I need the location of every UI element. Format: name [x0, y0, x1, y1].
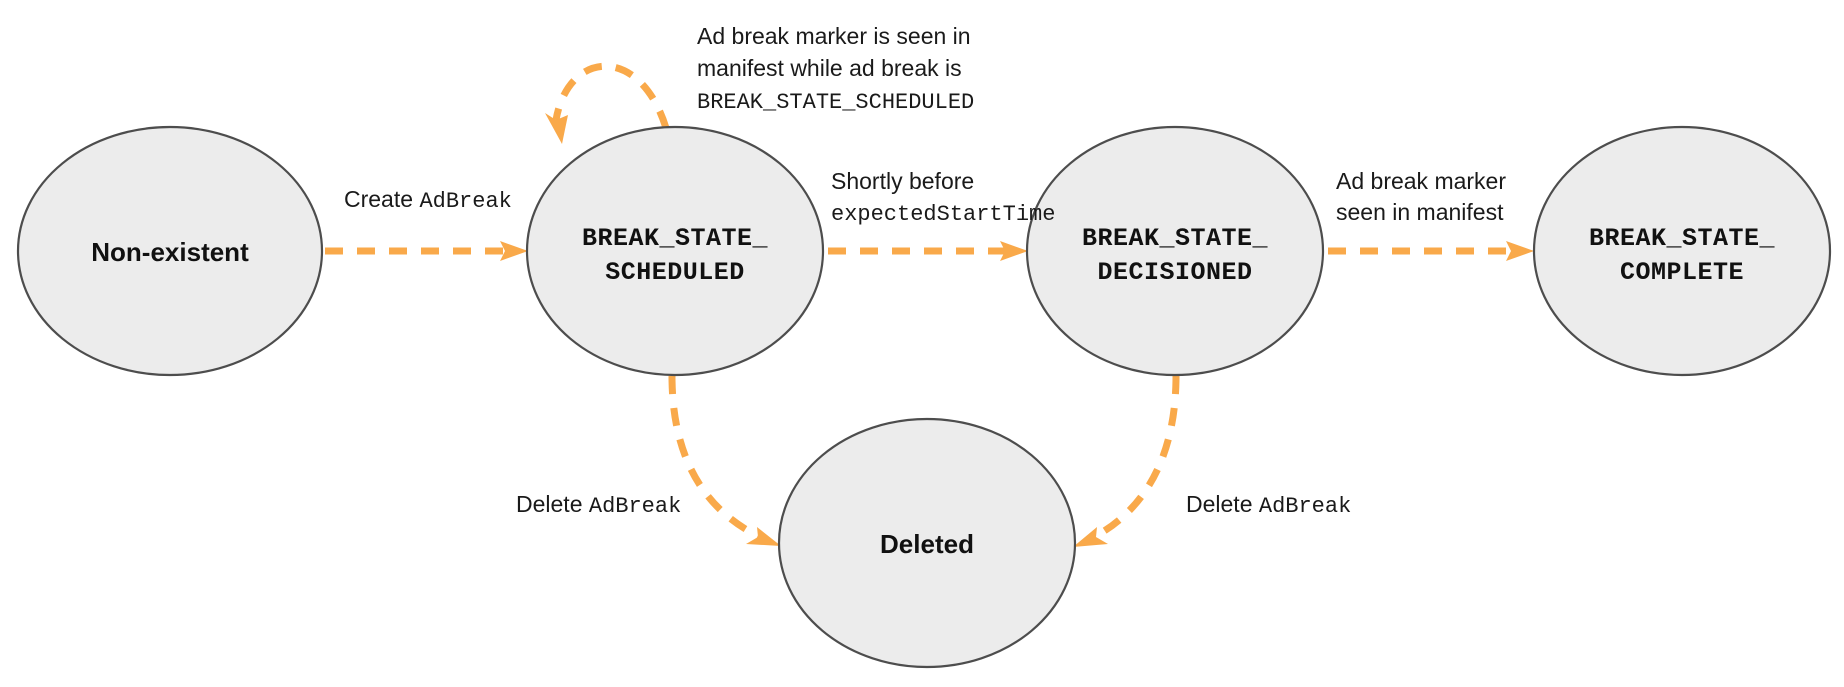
edge-scheduled-selfloop-line	[552, 62, 670, 130]
node-deleted-shape[interactable]	[777, 417, 1077, 669]
edge-label-scheduled-selfloop-line1: Ad break marker is seen in	[697, 23, 971, 49]
edge-label-delete-from-decisioned: Delete AdBreak	[1186, 491, 1351, 519]
edge-delete-from-decisioned	[1073, 375, 1180, 547]
edge-label-create-adbreak-plain: Create	[344, 186, 419, 212]
edge-create-adbreak-arrowhead	[500, 241, 528, 261]
node-non-existent-shape[interactable]	[16, 125, 324, 377]
edge-label-marker-seen-manifest-line2: seen in manifest	[1336, 199, 1504, 225]
edge-label-scheduled-selfloop: Ad break marker is seen in manifest whil…	[697, 23, 974, 115]
node-break-state-scheduled-shape[interactable]	[525, 125, 825, 377]
edge-label-delete-from-decisioned-plain: Delete	[1186, 491, 1259, 517]
node-non-existent[interactable]: Non-existent	[16, 125, 324, 377]
node-break-state-decisioned-label-line2: DECISIONED	[1097, 258, 1252, 287]
node-break-state-complete-label-line2: COMPLETE	[1620, 258, 1744, 287]
node-break-state-decisioned-label-line1: BREAK_STATE_	[1082, 224, 1269, 253]
edge-label-shortly-before-line2: expectedStartTime	[831, 202, 1055, 227]
edge-delete-from-decisioned-arrowhead	[1073, 527, 1108, 547]
edge-delete-from-scheduled	[668, 375, 781, 546]
edge-marker-seen-manifest	[1328, 241, 1534, 261]
edge-label-create-adbreak-text: Create AdBreak	[344, 186, 512, 214]
edge-label-delete-from-scheduled-code: AdBreak	[589, 494, 681, 519]
edge-scheduled-selfloop	[545, 62, 670, 144]
edge-delete-from-decisioned-line	[1092, 375, 1180, 541]
node-break-state-scheduled[interactable]: BREAK_STATE_ SCHEDULED	[525, 125, 825, 377]
edge-delete-from-scheduled-line	[668, 375, 762, 541]
edge-label-delete-from-decisioned-code: AdBreak	[1259, 494, 1351, 519]
edge-delete-from-scheduled-arrowhead	[746, 527, 781, 546]
edge-label-scheduled-selfloop-line2: manifest while ad break is	[697, 55, 962, 81]
edge-label-scheduled-selfloop-line3: BREAK_STATE_SCHEDULED	[697, 90, 974, 115]
edge-shortly-before	[828, 241, 1028, 261]
edge-label-delete-from-scheduled-text: Delete AdBreak	[516, 491, 681, 519]
edge-create-adbreak	[325, 241, 528, 261]
edge-label-delete-from-decisioned-text: Delete AdBreak	[1186, 491, 1351, 519]
node-break-state-complete-shape[interactable]	[1532, 125, 1832, 377]
node-deleted-label: Deleted	[880, 529, 974, 559]
node-break-state-complete-label-line1: BREAK_STATE_	[1589, 224, 1776, 253]
edge-label-create-adbreak: Create AdBreak	[344, 186, 512, 214]
edge-label-delete-from-scheduled-plain: Delete	[516, 491, 589, 517]
edge-shortly-before-arrowhead	[1000, 241, 1028, 261]
edge-label-create-adbreak-code: AdBreak	[419, 189, 511, 214]
edge-scheduled-selfloop-arrowhead	[545, 113, 568, 144]
node-non-existent-label: Non-existent	[91, 237, 249, 267]
node-break-state-scheduled-label-line2: SCHEDULED	[605, 258, 745, 287]
node-break-state-scheduled-label-line1: BREAK_STATE_	[582, 224, 769, 253]
edge-marker-seen-manifest-arrowhead	[1506, 241, 1534, 261]
edge-label-shortly-before: Shortly before expectedStartTime	[831, 168, 1055, 227]
node-break-state-decisioned[interactable]: BREAK_STATE_ DECISIONED	[1025, 125, 1325, 377]
node-break-state-decisioned-shape[interactable]	[1025, 125, 1325, 377]
edge-label-delete-from-scheduled: Delete AdBreak	[516, 491, 681, 519]
edge-label-shortly-before-line1: Shortly before	[831, 168, 974, 194]
node-deleted[interactable]: Deleted	[777, 417, 1077, 669]
node-break-state-complete[interactable]: BREAK_STATE_ COMPLETE	[1532, 125, 1832, 377]
edge-label-marker-seen-manifest-line1: Ad break marker	[1336, 168, 1506, 194]
edge-label-marker-seen-manifest: Ad break marker seen in manifest	[1336, 168, 1506, 225]
